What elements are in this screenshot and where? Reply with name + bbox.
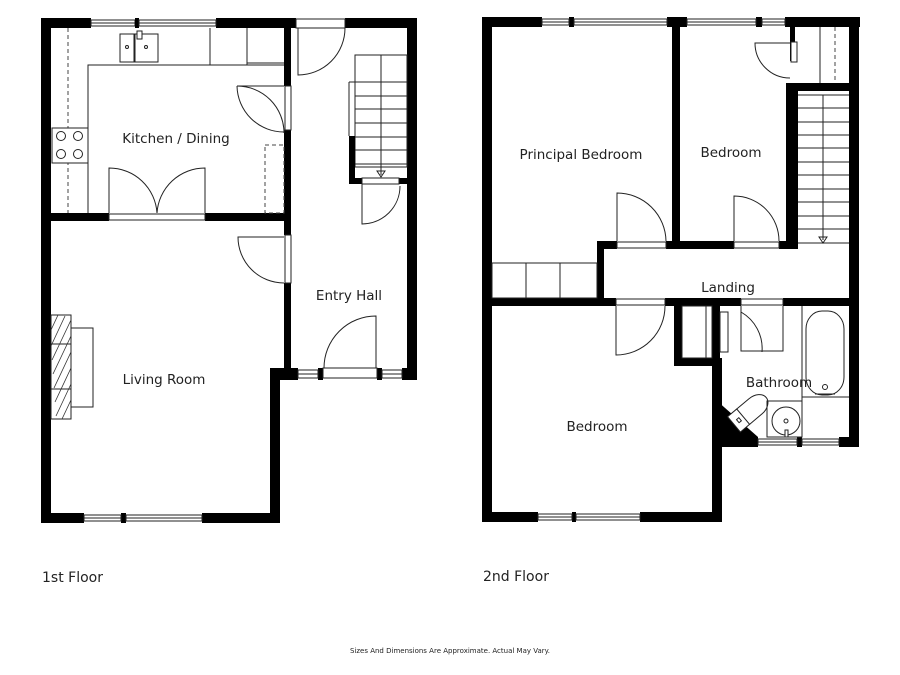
second-floor-plan: Principal Bedroom Bedroom Landing Bedroo… [482,17,860,522]
floor-label-first: 1st Floor [42,570,103,586]
room-label-bedroom-upper: Bedroom [700,145,761,161]
room-label-living-room: Living Room [123,372,206,388]
room-label-principal-bedroom: Principal Bedroom [520,147,643,163]
disclaimer-text: Sizes And Dimensions Are Approximate. Ac… [349,647,551,655]
first-floor-plan: Kitchen / Dining Entry Hall Living Room [41,18,417,523]
room-label-entry-hall: Entry Hall [316,288,382,304]
floor-label-second: 2nd Floor [483,569,549,585]
room-label-landing: Landing [701,280,755,296]
room-label-bathroom: Bathroom [746,375,812,391]
room-label-bedroom-lower: Bedroom [566,419,627,435]
room-label-kitchen-dining: Kitchen / Dining [122,131,229,147]
